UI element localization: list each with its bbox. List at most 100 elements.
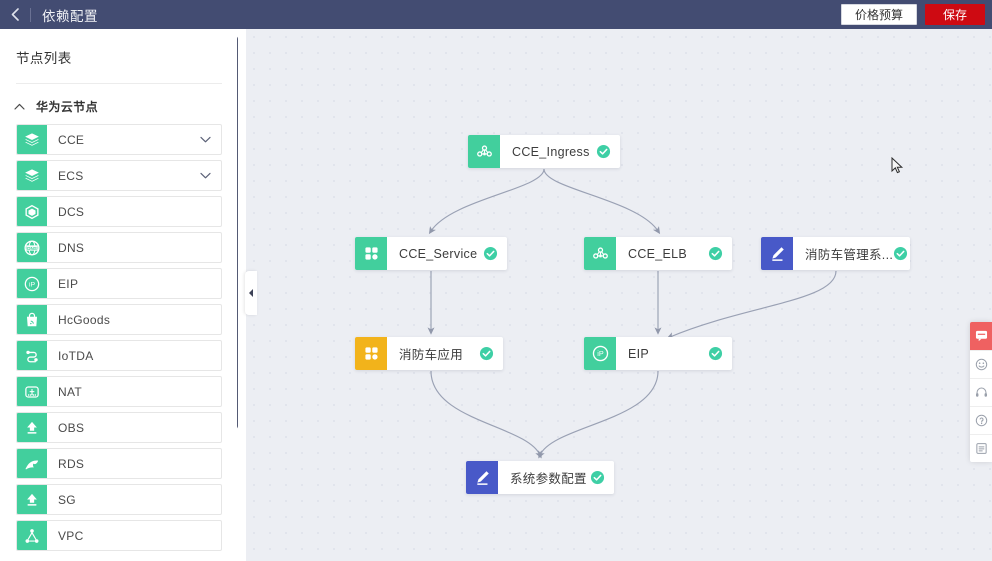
graph-node-label: 系统参数配置 (510, 472, 587, 486)
sidebar-title: 节点列表 (16, 51, 72, 66)
feedback-button[interactable] (970, 322, 992, 350)
pencil-icon (761, 237, 793, 270)
upload-arrow-icon (17, 413, 47, 442)
smiley-button[interactable] (970, 350, 992, 378)
top-header-bar: 依赖配置 价格预算 保存 (0, 0, 992, 29)
upload-arrow-icon (17, 485, 47, 514)
sidebar-item-label: DCS (58, 204, 85, 219)
price-estimate-button[interactable]: 价格预算 (840, 4, 917, 25)
sidebar-canvas-gap (238, 29, 246, 561)
help-button[interactable] (970, 406, 992, 434)
ip-circle-icon: iP (584, 337, 616, 370)
check-badge-icon (708, 346, 723, 361)
check-badge-icon (479, 346, 494, 361)
sidebar-item-label: HcGoods (58, 312, 111, 327)
sidebar-item-ecs[interactable]: ECS (16, 160, 222, 191)
document-icon (975, 443, 987, 454)
smiley-icon (975, 358, 987, 371)
layers-icon (17, 161, 47, 190)
check-badge-icon (893, 246, 908, 261)
help-circle-icon (975, 414, 987, 427)
sidebar-item-eip[interactable]: iP EIP (16, 268, 222, 299)
sidebar-item-vpc[interactable]: VPC (16, 520, 222, 551)
graph-node-label: 消防车应用 (399, 348, 464, 362)
graph-node-cce_elb[interactable]: CCE_ELB (584, 237, 732, 270)
sidebar-item-label: IoTDA (58, 348, 94, 363)
grid-four-icon (355, 337, 387, 370)
nat-gateway-icon (17, 377, 47, 406)
sidebar-item-label: EIP (58, 276, 79, 291)
support-button[interactable] (970, 378, 992, 406)
right-floating-toolbar (970, 322, 992, 462)
back-button[interactable] (0, 0, 30, 29)
sidebar-group-label: 华为云节点 (36, 100, 99, 114)
graph-node-cce_service[interactable]: CCE_Service (355, 237, 507, 270)
sidebar-item-rds[interactable]: RDS (16, 448, 222, 479)
check-badge-icon (590, 470, 605, 485)
vpc-network-icon (17, 521, 47, 550)
sidebar-item-dcs[interactable]: DCS (16, 196, 222, 227)
sidebar-item-label: DNS (58, 240, 85, 255)
edge-ingress-to-elb (543, 168, 661, 235)
pencil-icon (466, 461, 498, 494)
graph-node-label: EIP (628, 346, 650, 361)
sidebar-divider (16, 83, 222, 84)
graph-node-label: CCE_Service (399, 246, 478, 261)
graph-node-fire_truck_mgmt[interactable]: 消防车管理系... (761, 237, 910, 270)
sidebar-item-cce[interactable]: CCE (16, 124, 222, 155)
edge-ingress-to-service (428, 168, 545, 235)
document-button[interactable] (970, 434, 992, 462)
dolphin-icon (17, 449, 47, 478)
chevron-down-icon[interactable] (200, 136, 211, 143)
sidebar-item-iotda[interactable]: IoTDA (16, 340, 222, 371)
sidebar-collapse-handle[interactable] (245, 271, 257, 315)
ip-circle-icon: iP (17, 269, 47, 298)
save-button[interactable]: 保存 (924, 4, 985, 25)
grid-four-icon (355, 237, 387, 270)
sidebar-item-label: NAT (58, 384, 83, 399)
sidebar-item-label: RDS (58, 456, 85, 471)
svg-text:iP: iP (29, 281, 36, 288)
graph-node-label: 消防车管理系... (805, 248, 894, 262)
graph-node-label: CCE_ELB (628, 246, 688, 261)
edge-app-to-sysparam (430, 370, 542, 459)
topology-icon (468, 135, 500, 168)
edge-mgmt-to-eip (666, 270, 837, 339)
topology-icon (584, 237, 616, 270)
hexagon-icon (17, 197, 47, 226)
sidebar-item-label: VPC (58, 528, 84, 543)
sidebar-item-label: OBS (58, 420, 85, 435)
sidebar-item-label: ECS (58, 168, 84, 183)
shopping-bag-icon (17, 305, 47, 334)
sidebar-item-nat[interactable]: NAT (16, 376, 222, 407)
graph-node-label: CCE_Ingress (512, 144, 590, 159)
dns-globe-icon: DNS (17, 233, 47, 262)
check-badge-icon (483, 246, 498, 261)
sidebar-item-dns[interactable]: DNS DNS (16, 232, 222, 263)
check-badge-icon (708, 246, 723, 261)
edge-layer (427, 168, 837, 459)
sidebar-item-sg[interactable]: SG (16, 484, 222, 515)
chevron-left-icon (11, 8, 19, 21)
page-title: 依赖配置 (42, 8, 98, 24)
headset-support-icon (975, 387, 987, 397)
graph-node-eip[interactable]: iP EIP (584, 337, 732, 370)
feedback-chat-icon (975, 330, 987, 342)
graph-node-cce_ingress[interactable]: CCE_Ingress (468, 135, 620, 168)
graph-node-fire_truck_app[interactable]: 消防车应用 (355, 337, 503, 370)
chevron-up-icon (13, 101, 25, 113)
header-divider (30, 7, 31, 22)
svg-text:iP: iP (597, 349, 604, 358)
sidebar-item-obs[interactable]: OBS (16, 412, 222, 443)
sidebar-item-hcgoods[interactable]: HcGoods (16, 304, 222, 335)
chevron-down-icon[interactable] (200, 172, 211, 179)
graph-node-sys_param[interactable]: 系统参数配置 (466, 461, 614, 494)
check-badge-icon (596, 144, 611, 159)
layers-icon (17, 125, 47, 154)
iot-link-icon (17, 341, 47, 370)
sidebar-group-huaweicloud[interactable]: 华为云节点 (0, 84, 238, 124)
sidebar-item-label: SG (58, 492, 76, 507)
